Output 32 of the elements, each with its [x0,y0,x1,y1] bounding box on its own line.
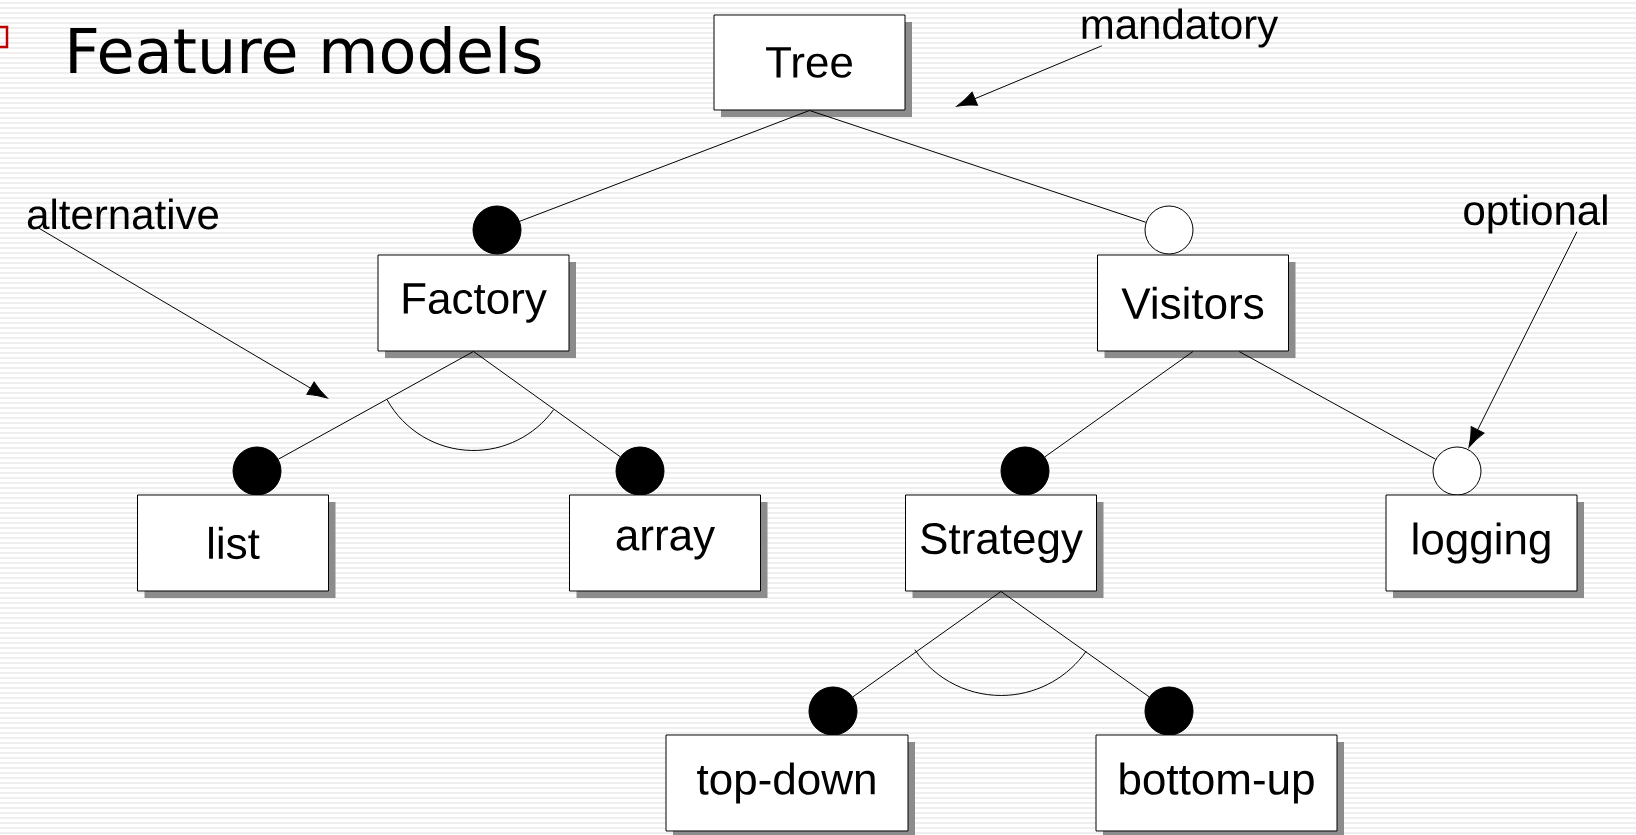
annotation-label: optional [1464,194,1607,234]
annotation-label: alternative [27,198,218,230]
leader-arrow [1468,231,1578,448]
feature-box: logging [1385,494,1584,598]
connector-line [473,351,621,458]
mandatory-dot [472,205,522,255]
optional-circle [1432,446,1482,496]
optional-circle [1144,205,1194,255]
title: Feature models [70,26,541,74]
mandatory-dot [1144,686,1194,736]
connector-line [1044,351,1194,458]
mandatory-dot [1000,446,1050,496]
connector-line [519,110,810,222]
connector-line [809,110,1147,223]
leader-arrow [956,45,1103,107]
annotation-label: mandatory [1082,8,1279,48]
connector-line [1000,591,1150,698]
leader-arrow [37,227,328,399]
connector-line [1238,351,1437,460]
feature-box: array [569,494,768,598]
feature-box: Tree [713,14,912,117]
mandatory-dot [808,686,858,736]
mandatory-dot [232,446,282,496]
feature-box: Strategy [905,494,1104,598]
connector-line [852,591,1002,698]
feature-box: top-down [665,734,915,835]
feature-box: Visitors [1097,254,1296,358]
connector-line [277,351,474,460]
feature-box: Factory [377,254,576,358]
feature-box: bottom-up [1095,734,1344,835]
feature-box: list [137,494,336,598]
mandatory-dot [615,446,665,496]
